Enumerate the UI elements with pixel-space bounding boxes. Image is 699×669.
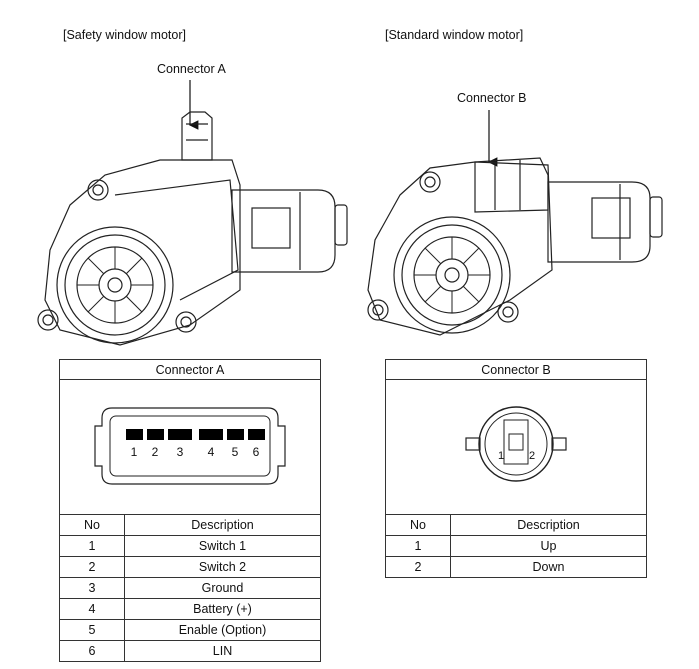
pin-no: 4 (59, 598, 125, 620)
pin-no: 1 (59, 535, 125, 557)
pin-label: 5 (232, 445, 239, 459)
column-header-no: No (385, 514, 451, 536)
pin-label: 1 (131, 445, 138, 459)
pin-no: 2 (385, 556, 451, 578)
standard-window-motor-illustration (367, 110, 663, 336)
pin-description: Switch 1 (124, 535, 321, 557)
column-header-description: Description (124, 514, 321, 536)
pin-label: 4 (208, 445, 215, 459)
pin-description: LIN (124, 640, 321, 662)
safety-window-motor-illustration (37, 80, 348, 346)
pin-description: Down (450, 556, 647, 578)
pin-description: Ground (124, 577, 321, 599)
pin-label: 3 (177, 445, 184, 459)
pin-label: 2 (152, 445, 159, 459)
pin-no: 5 (59, 619, 125, 641)
connector-b-face-icon: 1 2 (465, 405, 567, 482)
connector-b-face: 1 2 (385, 379, 647, 515)
pin-description: Battery (+) (124, 598, 321, 620)
standard-motor-caption: [Standard window motor] (385, 28, 524, 42)
pin-no: 2 (59, 556, 125, 578)
connector-a-face: 1 2 3 4 5 6 (59, 379, 321, 515)
pin-description: Up (450, 535, 647, 557)
pin-description: Enable (Option) (124, 619, 321, 641)
pin-label: 1 (498, 450, 504, 462)
connector-b-callout: Connector B (457, 91, 527, 105)
pin-no: 6 (59, 640, 125, 662)
connector-a-callout: Connector A (157, 62, 226, 76)
connector-a-table: Connector A 1 2 3 4 5 6 (59, 359, 321, 662)
pin-no: 3 (59, 577, 125, 599)
connector-b-title: Connector B (385, 359, 647, 380)
safety-motor-caption: [Safety window motor] (63, 28, 186, 42)
connector-a-title: Connector A (59, 359, 321, 380)
column-header-description: Description (450, 514, 647, 536)
pin-description: Switch 2 (124, 556, 321, 578)
pin-no: 1 (385, 535, 451, 557)
pin-label: 6 (253, 445, 260, 459)
column-header-no: No (59, 514, 125, 536)
pin-label: 2 (529, 450, 535, 462)
connector-a-face-icon: 1 2 3 4 5 6 (94, 406, 286, 485)
